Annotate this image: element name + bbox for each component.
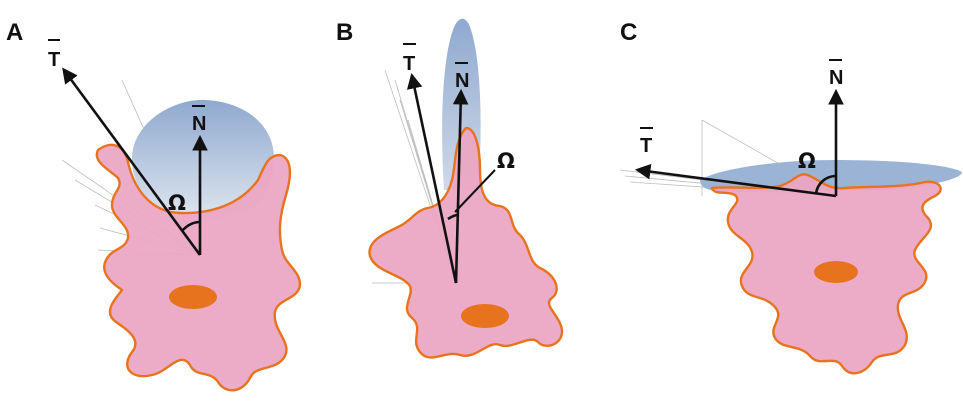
panel-c: C T N Ω <box>620 19 962 373</box>
panel-c-nucleus <box>814 261 858 283</box>
panel-a-n-label: N <box>192 113 206 135</box>
panel-b-label: B <box>336 19 353 46</box>
panel-b-omega-label: Ω <box>497 149 515 173</box>
panel-a-label: A <box>6 19 23 46</box>
panel-a-omega-label: Ω <box>168 191 186 215</box>
panel-a-nucleus <box>169 285 217 309</box>
panel-c-label: C <box>620 19 637 46</box>
panel-a-t-label: T <box>48 49 60 71</box>
panel-b-nucleus <box>461 304 509 328</box>
panel-c-n-label: N <box>829 67 843 89</box>
panel-b: B T N Ω <box>336 19 562 358</box>
panel-c-omega-label: Ω <box>798 149 816 173</box>
panel-b-n-label: N <box>455 70 469 92</box>
panel-b-t-label: T <box>403 53 415 75</box>
panel-a: A T N Ω <box>6 19 300 390</box>
panel-c-t-label: T <box>640 135 652 157</box>
